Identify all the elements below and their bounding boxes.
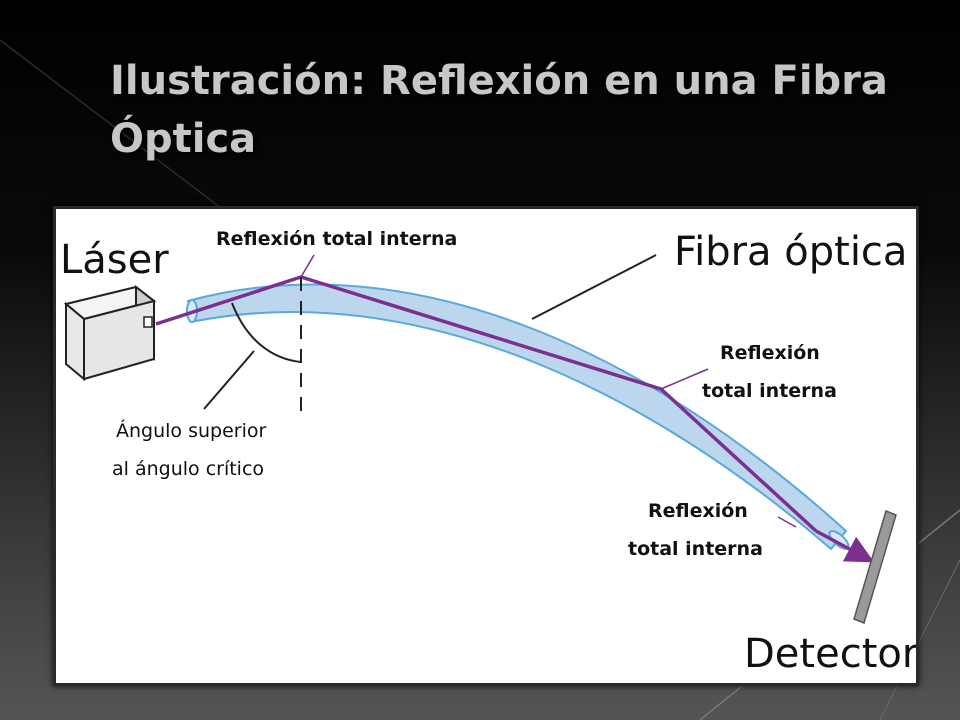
- reflection-low-pointer: [777, 516, 797, 528]
- angle-label-line1: Ángulo superior: [116, 419, 266, 442]
- laser-device-icon: [63, 284, 157, 382]
- light-beam: [155, 275, 818, 533]
- laser-label: Láser: [60, 237, 169, 283]
- reflection-mid-pointer: [660, 368, 709, 390]
- reflection-low-line2: total interna: [628, 538, 763, 560]
- reflection-top-label: Reflexión total interna: [216, 228, 457, 250]
- fiber-label-pointer: [531, 254, 657, 320]
- detector-plate-icon: [853, 509, 897, 625]
- beam-exit-arrow: [815, 529, 875, 563]
- reflection-low-line1: Reflexión: [648, 500, 748, 522]
- slide-title: Ilustración: Reflexión en una Fibra Ópti…: [110, 58, 888, 162]
- detector-label: Detector: [744, 631, 916, 677]
- angle-label-line2: al ángulo crítico: [112, 458, 264, 480]
- critical-angle-arc: [231, 302, 302, 363]
- reflection-mid-line2: total interna: [702, 380, 837, 402]
- diagram-panel: Láser Fibra óptica Detector Reflexión to…: [53, 206, 919, 686]
- fiber-optic-diagram: Láser Fibra óptica Detector Reflexión to…: [60, 228, 916, 677]
- reflection-mid-line1: Reflexión: [720, 342, 820, 364]
- angle-pointer-line: [203, 350, 255, 410]
- reflection-top-pointer: [300, 254, 315, 278]
- fiber-label: Fibra óptica: [674, 229, 907, 275]
